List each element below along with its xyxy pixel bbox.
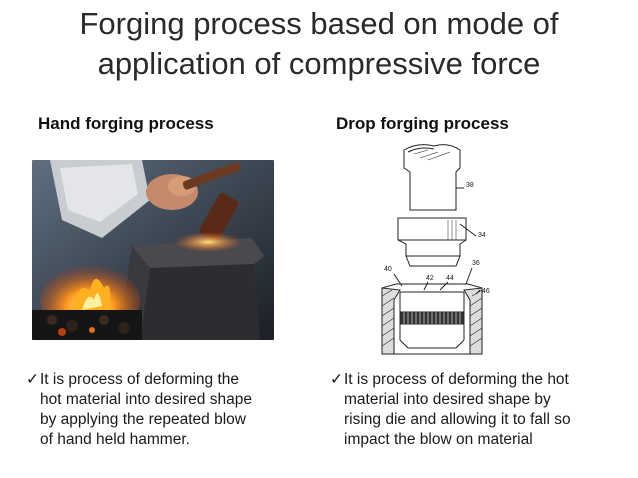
diagram-label-38: 38 — [466, 182, 474, 189]
hand-forging-heading: Hand forging process — [38, 114, 214, 133]
checkmark-icon: ✓ — [330, 371, 343, 388]
drop-forging-description: ✓It is process of deforming the hot mate… — [330, 370, 630, 450]
drop-forging-line-1: It is process of deforming the hot — [344, 371, 569, 388]
hand-forging-line-1: It is process of deforming the — [40, 371, 240, 388]
hand-forging-line-4: of hand held hammer. — [40, 431, 190, 448]
diagram-label-44: 44 — [446, 275, 454, 282]
diagram-label-40: 40 — [384, 266, 392, 273]
slide-title-line-2: application of compressive force — [97, 46, 541, 81]
diagram-label-36: 36 — [472, 260, 480, 267]
diagram-label-34: 34 — [478, 232, 486, 239]
hand-forging-photo — [32, 160, 274, 340]
drop-forging-heading: Drop forging process — [336, 114, 509, 133]
hand-forging-scene — [32, 160, 274, 340]
diagram-label-42: 42 — [426, 275, 434, 282]
drop-forging-diagram: 38 34 36 40 42 44 46 — [368, 140, 498, 358]
checkmark-icon: ✓ — [26, 371, 39, 388]
slide-title: Forging process based on mode of applica… — [20, 4, 618, 84]
drop-forging-die-drawing — [381, 144, 483, 355]
drop-forging-line-4: impact the blow on material — [344, 431, 533, 448]
diagram-label-46: 46 — [482, 288, 490, 295]
hand-forging-line-2: hot material into desired shape — [40, 391, 252, 408]
drop-forging-line-3: rising die and allowing it to fall so — [344, 411, 571, 428]
slide-title-line-1: Forging process based on mode of — [79, 6, 559, 41]
drop-forging-line-2: material into desired shape by — [344, 391, 551, 408]
hand-forging-line-3: by applying the repeated blow — [40, 411, 246, 428]
hand-forging-description: ✓It is process of deforming the hot mate… — [26, 370, 316, 450]
